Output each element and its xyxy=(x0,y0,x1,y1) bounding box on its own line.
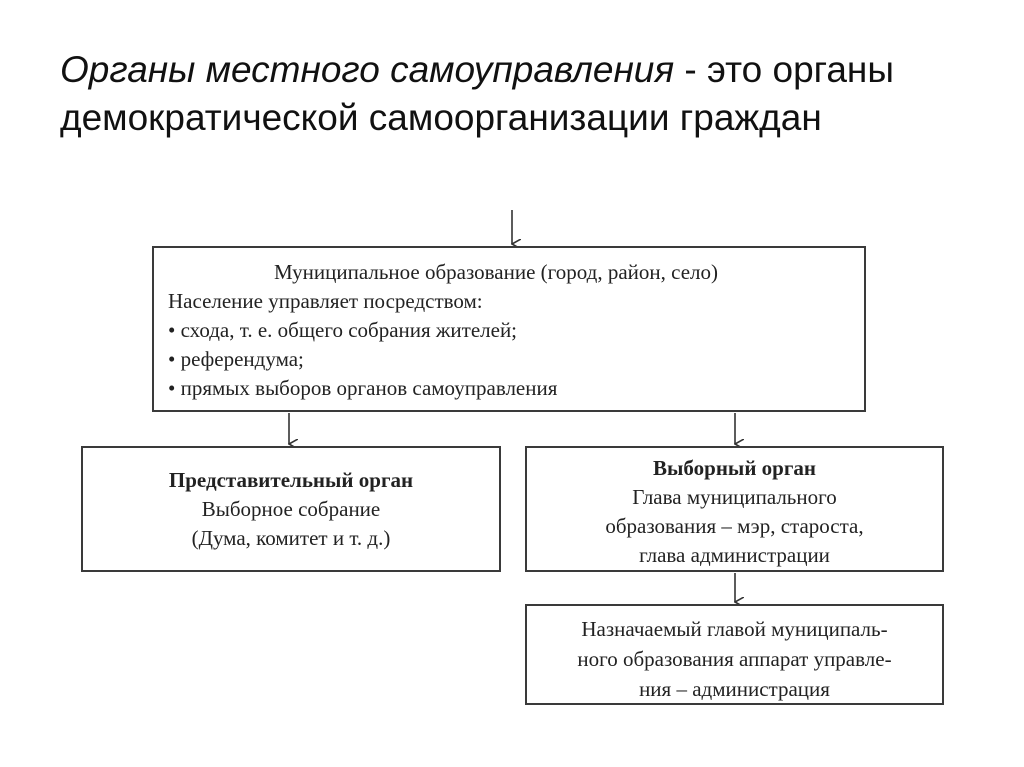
representative-line: (Дума, комитет и т. д.) xyxy=(191,526,391,550)
administration-line: ного образования аппарат управле- xyxy=(577,647,892,671)
elected-line: глава администрации xyxy=(639,543,830,567)
administration-line: ния – администрация xyxy=(639,677,830,701)
slide-title: Органы местного самоуправления - это орг… xyxy=(60,46,1010,142)
title-definition: - это органы демократической самоорганиз… xyxy=(60,49,894,138)
municipal-intro: Население управляет посредством: xyxy=(168,289,483,313)
elected-body-box: Выборный орган Глава муниципального обра… xyxy=(525,446,944,572)
bullet-item-gathering: схода, т. е. общего собрания жителей; xyxy=(168,316,854,345)
elected-line: Глава муниципального xyxy=(632,485,837,509)
municipal-heading: Муниципальное образование (город, район,… xyxy=(274,260,718,284)
elected-heading: Выборный орган xyxy=(653,456,816,480)
elected-line: образования – мэр, староста, xyxy=(605,514,864,538)
administration-line: Назначаемый главой муниципаль- xyxy=(581,617,888,641)
title-term: Органы местного самоуправления xyxy=(60,49,675,90)
bullet-item-referendum: референдума; xyxy=(168,345,854,374)
representative-line: Выборное собрание xyxy=(201,497,381,521)
representative-heading: Представительный орган xyxy=(168,468,414,492)
representative-body-box: Представительный орган Выборное собрание… xyxy=(81,446,501,572)
bullet-item-direct-elections: прямых выборов органов самоуправления xyxy=(168,374,854,403)
municipal-formation-box: Муниципальное образование (город, район,… xyxy=(152,246,866,412)
appointed-administration-box: Назначаемый главой муниципаль- ного обра… xyxy=(525,604,944,705)
